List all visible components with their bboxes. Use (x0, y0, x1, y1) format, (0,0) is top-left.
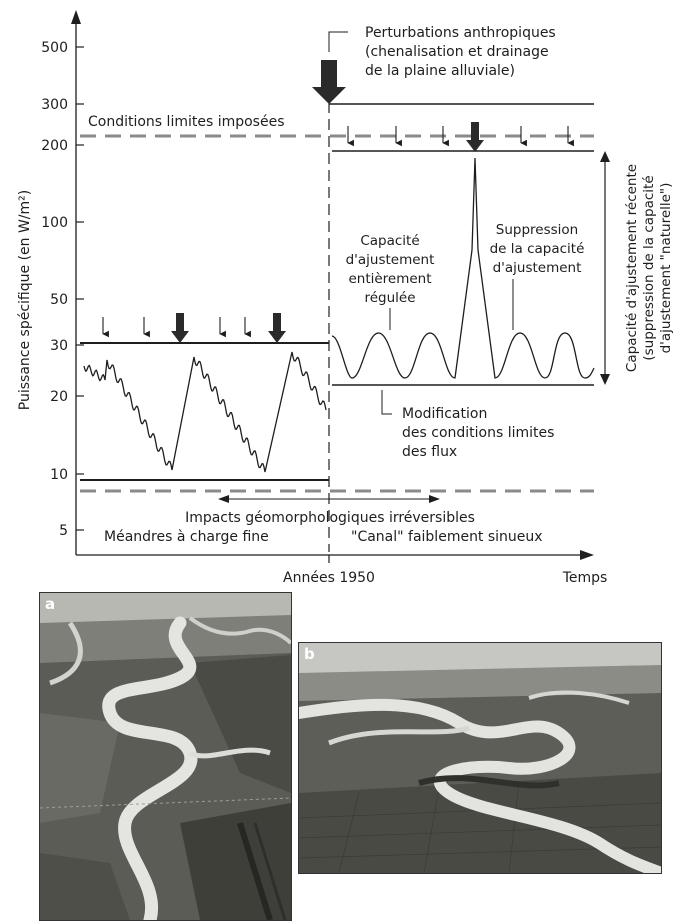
y-tick-marks (76, 46, 84, 531)
y-tick-100: 100 (41, 215, 68, 231)
y-tick-20: 20 (50, 389, 68, 405)
meandres-label: Méandres à charge fine (104, 529, 269, 545)
suppression-line3: d'ajustement (493, 260, 582, 276)
modification-line1: Modification (402, 406, 487, 422)
x-axis-end-label: Temps (562, 570, 608, 586)
y-tick-5: 5 (59, 523, 68, 539)
aerial-photo-a-image (40, 593, 291, 920)
aerial-photo-a: a (39, 592, 292, 921)
impacts-label: Impacts géomorphologiques irréversibles (185, 510, 475, 526)
perturbation-arrow (312, 60, 346, 104)
x-tick-label-1950: Années 1950 (283, 570, 375, 586)
perturbation-leader (328, 31, 348, 52)
x-axis-arrowhead (580, 550, 594, 560)
left-bold-arrow-1 (171, 313, 189, 343)
aerial-photo-b: b (298, 642, 662, 874)
y-tick-10: 10 (50, 467, 68, 483)
impacts-arrow-right (429, 495, 440, 503)
y-axis-arrowhead (71, 10, 81, 24)
right-vertical-line2: (suppression de la capacité (641, 175, 657, 360)
photo-b-label: b (304, 645, 315, 663)
capacite-line4: régulée (364, 290, 415, 306)
aerial-photo-b-image (299, 643, 661, 873)
left-sawtooth-curve (83, 351, 327, 473)
conditions-limites-label: Conditions limites imposées (88, 114, 285, 130)
y-tick-300: 300 (41, 97, 68, 113)
perturbations-line2: (chenalisation et drainage (365, 44, 549, 60)
modification-line3: des flux (402, 444, 457, 460)
suppression-line2: de la capacité (490, 241, 585, 257)
y-axis-label: Puissance spécifique (en W/m²) (17, 190, 33, 410)
capacite-line2: d'ajustement (346, 252, 435, 268)
geomorphology-diagram: 500 300 200 100 50 30 20 10 5 Puissance … (17, 10, 674, 586)
right-small-arrows (347, 126, 574, 147)
perturbations-line1: Perturbations anthropiques (365, 25, 556, 41)
capacite-line3: entièrement (348, 271, 431, 287)
y-tick-200: 200 (41, 138, 68, 154)
suppression-line1: Suppression (496, 222, 578, 238)
capacite-line1: Capacité (360, 233, 419, 249)
photo-a-label: a (45, 595, 56, 613)
right-vertical-line3: d'ajustement "naturelle") (658, 183, 674, 354)
y-tick-30: 30 (50, 338, 68, 354)
adjustment-range-arrow-bottom (600, 374, 610, 385)
modification-leader (381, 390, 392, 415)
perturbations-line3: de la plaine alluviale) (365, 63, 515, 79)
y-tick-500: 500 (41, 40, 68, 56)
left-small-arrows (102, 317, 251, 338)
modification-line2: des conditions limites (402, 425, 554, 441)
impacts-arrow-left (218, 495, 229, 503)
y-tick-50: 50 (50, 292, 68, 308)
left-bold-arrow-2 (268, 313, 286, 343)
right-bold-arrow (466, 122, 484, 152)
canal-label: "Canal" faiblement sinueux (351, 529, 543, 545)
right-oscillation-curve (331, 157, 595, 379)
adjustment-range-arrow-top (600, 151, 610, 162)
right-vertical-line1: Capacité d'ajustement récente (624, 164, 640, 372)
